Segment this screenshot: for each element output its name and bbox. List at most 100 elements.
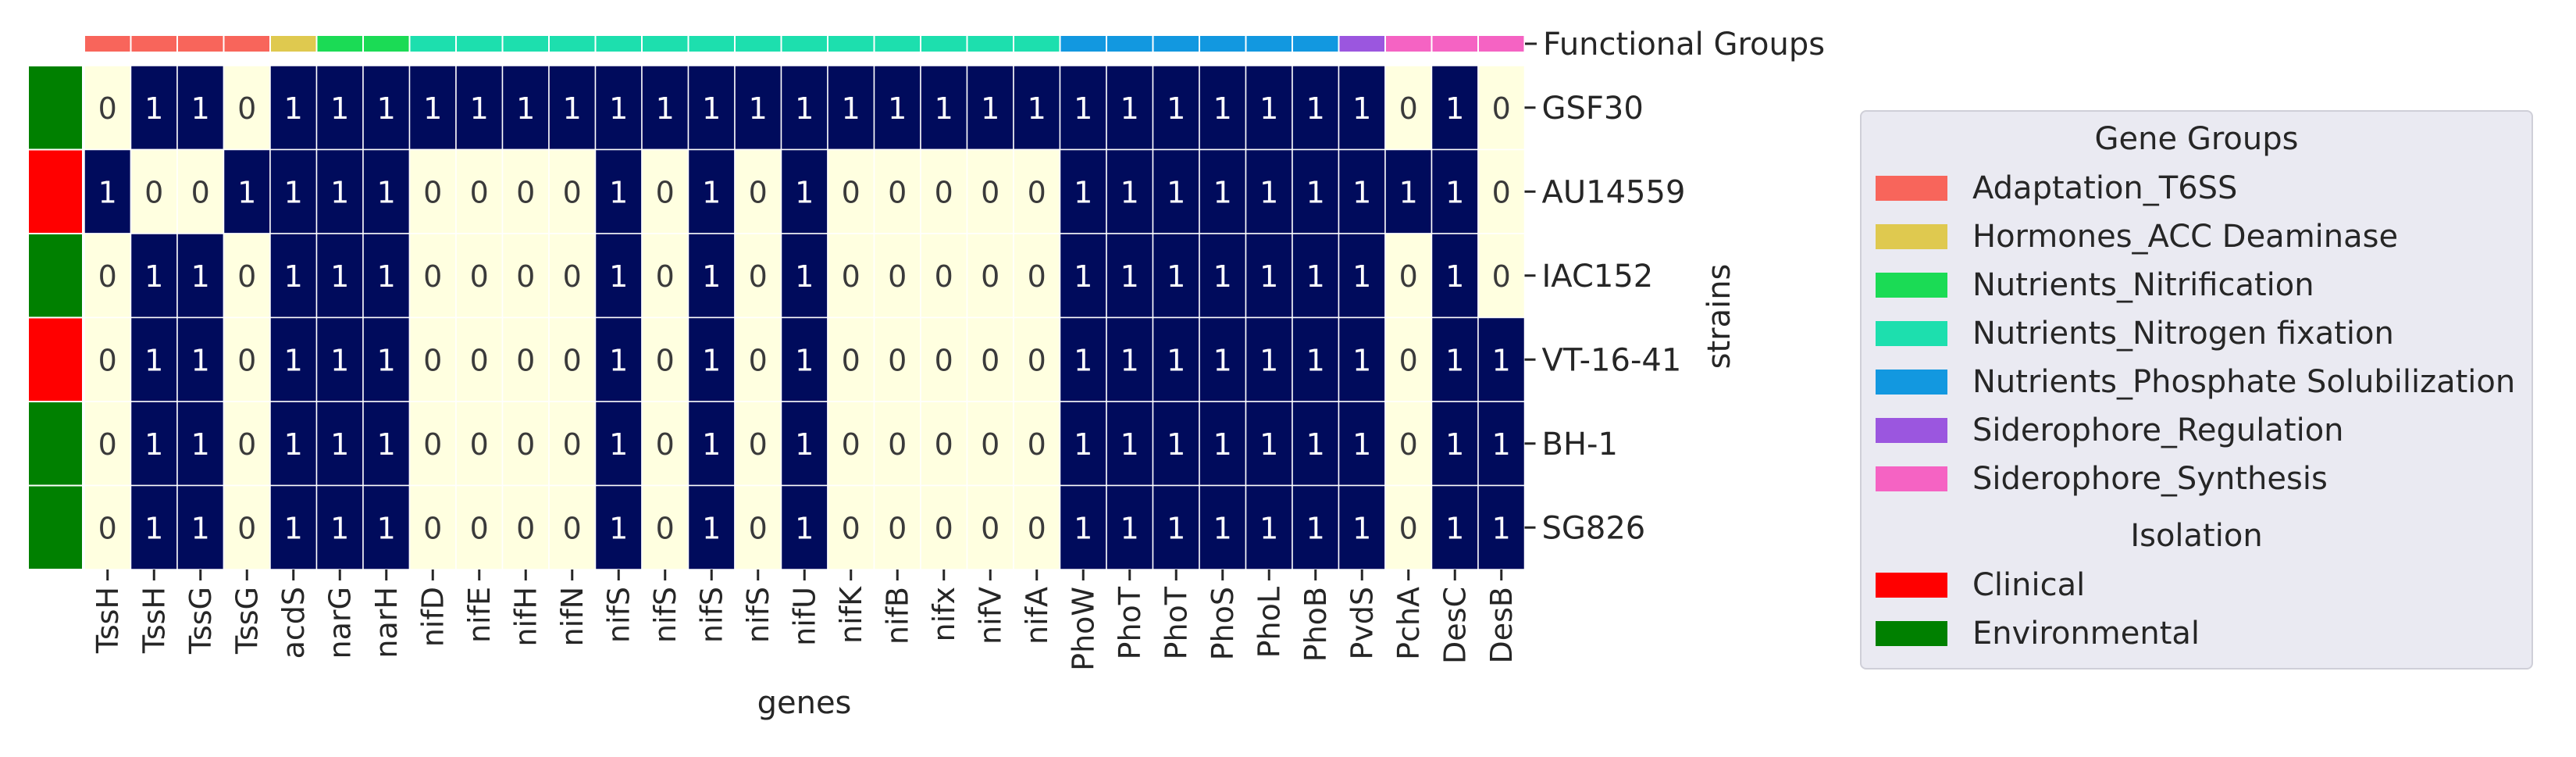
x-axis-label: genes: [757, 685, 852, 721]
heatmap-cell: [176, 484, 225, 570]
legend-swatch: [1876, 573, 1947, 598]
legend-item-phosphate: Nutrients_Phosphate Solubilization: [1876, 364, 2515, 400]
gene-tick-label: nifB: [880, 587, 914, 645]
strain-tick-label: SG826: [1542, 510, 1646, 546]
cell-value-label: 1: [377, 343, 396, 377]
cell-value-label: 1: [191, 259, 210, 294]
cell-value-label: 1: [1167, 343, 1185, 377]
heatmap-cell: [920, 484, 968, 570]
functional-groups-strip: [84, 34, 1526, 53]
isolation-strip: [27, 65, 84, 570]
legend-label: Nutrients_Nitrification: [1972, 267, 2314, 303]
legend-title-gene-groups: Gene Groups: [2094, 121, 2299, 157]
cell-value-label: 1: [1213, 343, 1232, 377]
cell-value-label: 1: [1259, 91, 1278, 126]
heatmap-cell: [315, 65, 364, 151]
gene-group-color: [455, 34, 504, 53]
heatmap-cell: [455, 148, 504, 234]
heatmap-cell: [176, 401, 225, 487]
gene-tick-label: nifU: [787, 587, 821, 646]
heatmap-cell: [1106, 65, 1154, 151]
heatmap-cell: [1059, 484, 1107, 570]
cell-value-label: 1: [144, 343, 163, 377]
heatmap-cell: [501, 401, 550, 487]
cell-value-label: 1: [1352, 91, 1371, 126]
gene-tick-label: nifS: [741, 587, 775, 643]
heatmap-cell: [873, 316, 921, 402]
heatmap-cell: [1431, 65, 1479, 151]
heatmap-cell: [130, 148, 178, 234]
cell-value-label: 1: [1259, 259, 1278, 294]
gene-group-color: [1013, 34, 1061, 53]
legend-swatch: [1876, 466, 1947, 491]
cell-value-label: 0: [1399, 259, 1418, 294]
legend-label: Siderophore_Synthesis: [1972, 461, 2328, 497]
heatmap-cell: [1338, 148, 1386, 234]
cell-value-label: 1: [981, 91, 999, 126]
cell-value-label: 1: [1306, 511, 1325, 545]
gene-tick-label: DesB: [1484, 587, 1519, 664]
heatmap-cell: [501, 316, 550, 402]
heatmap-cell: [1106, 401, 1154, 487]
gene-group-color: [1431, 34, 1479, 53]
heatmap-cell: [548, 233, 597, 319]
cell-value-label: 1: [935, 91, 953, 126]
heatmap-cell: [269, 484, 318, 570]
legend-item-nitrogen-fixation: Nutrients_Nitrogen fixation: [1876, 316, 2394, 352]
heatmap-cell: [687, 233, 736, 319]
heatmap-cell: [827, 65, 875, 151]
heatmap-cell: [130, 233, 178, 319]
heatmap-cell: [1245, 65, 1293, 151]
legend-item-nitrification: Nutrients_Nitrification: [1876, 267, 2314, 303]
cell-value-label: 1: [842, 91, 860, 126]
cell-value-label: 1: [702, 175, 721, 209]
cell-value-label: 1: [1492, 511, 1511, 545]
cell-value-label: 1: [609, 175, 628, 209]
gene-group-color: [1152, 34, 1200, 53]
gene-group-color: [966, 34, 1014, 53]
cell-value-label: 1: [1399, 175, 1418, 209]
gene-group-color: [641, 34, 689, 53]
heatmap-cell: [1152, 316, 1200, 402]
heatmap-cell: [1384, 401, 1433, 487]
legend-label: Environmental: [1972, 616, 2200, 652]
gene-group-color: [315, 34, 364, 53]
heatmap-cell: [594, 233, 643, 319]
legend-swatch: [1876, 321, 1947, 346]
heatmap-cell: [1477, 401, 1526, 487]
gene-group-color: [734, 34, 782, 53]
heatmap-cell: [1431, 148, 1479, 234]
heatmap-cell: [362, 233, 411, 319]
gene-group-color: [920, 34, 968, 53]
cell-value-label: 0: [423, 511, 442, 545]
heatmap-cell: [1431, 233, 1479, 319]
cell-value-label: 1: [1121, 175, 1139, 209]
heatmap-cell: [1245, 401, 1293, 487]
cell-value-label: 0: [516, 511, 535, 545]
legend-item-clinical: Clinical: [1876, 567, 2085, 603]
cell-value-label: 0: [516, 343, 535, 377]
gene-tick-label: nifH: [508, 587, 543, 647]
strain-isolation-color: [27, 233, 84, 319]
gene-tick-label: nifE: [462, 587, 497, 643]
cell-value-label: 1: [284, 259, 303, 294]
heatmap-cell: [873, 401, 921, 487]
cell-value-label: 1: [702, 259, 721, 294]
heatmap-cell: [408, 401, 457, 487]
cell-value-label: 0: [516, 175, 535, 209]
heatmap-cell: [1152, 65, 1200, 151]
heatmap-cell: [1431, 316, 1479, 402]
functional-groups-label: Functional Groups: [1543, 27, 1825, 62]
gene-tick-label: nifV: [973, 587, 1007, 645]
strain-tick-label: VT-16-41: [1542, 342, 1682, 378]
cell-value-label: 1: [1213, 175, 1232, 209]
heatmap-cell: [315, 233, 364, 319]
heatmap-cell: [1152, 148, 1200, 234]
cell-value-label: 1: [144, 91, 163, 126]
cell-value-label: 0: [888, 175, 907, 209]
heatmap-cell: [130, 316, 178, 402]
cell-value-label: 1: [284, 91, 303, 126]
heatmap-cell: [1245, 316, 1293, 402]
